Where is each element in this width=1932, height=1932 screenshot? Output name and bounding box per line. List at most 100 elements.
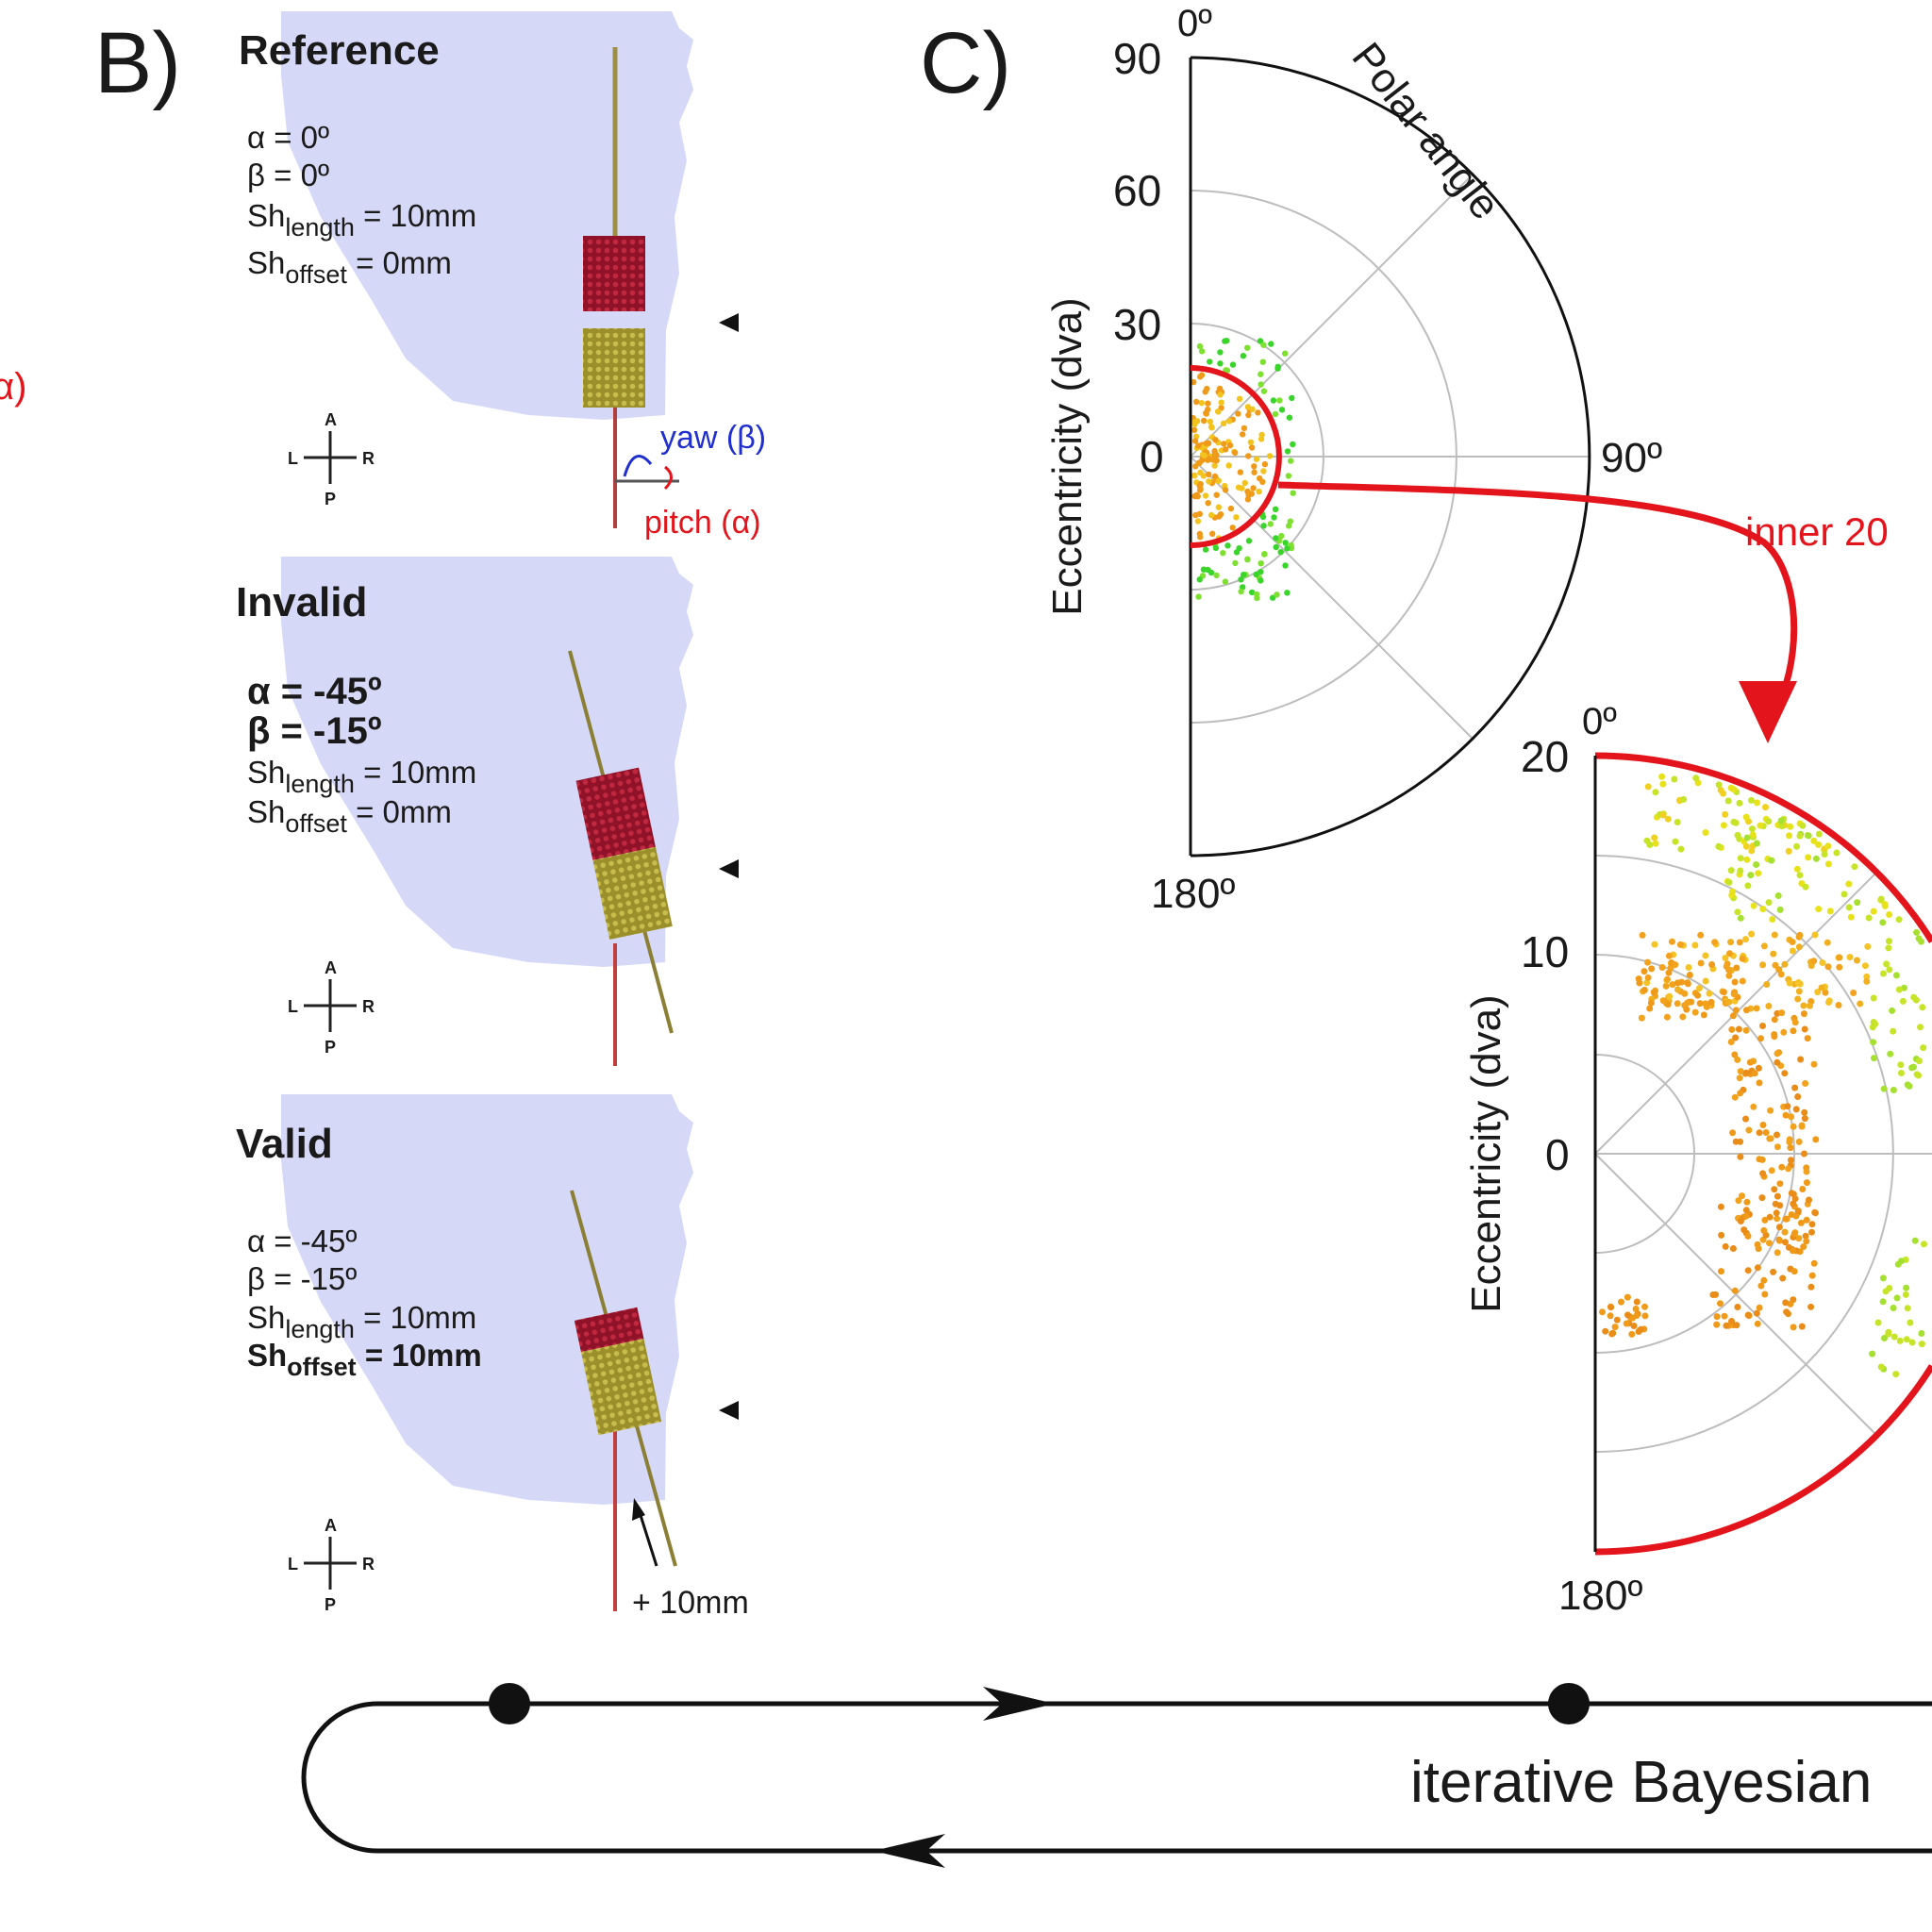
scatter-point: [1742, 936, 1749, 943]
scatter-point: [1774, 1131, 1780, 1139]
scatter-point: [1206, 471, 1212, 478]
scatter-point: [1251, 463, 1257, 470]
zoom-arrow-head-icon: [1739, 681, 1797, 743]
scatter-point: [1906, 1082, 1913, 1090]
scatter-point: [1763, 981, 1771, 988]
scatter-point: [1750, 902, 1757, 909]
scatter-point: [1739, 1192, 1745, 1200]
scatter-point: [1812, 1136, 1820, 1143]
scatter-point: [1811, 931, 1819, 939]
scatter-point: [1253, 456, 1260, 462]
scatter-point: [1800, 1010, 1807, 1018]
yaw-label: yaw (β): [660, 420, 766, 456]
scatter-point: [1200, 566, 1208, 573]
scatter-point: [1278, 407, 1286, 413]
scatter-point: [1215, 504, 1223, 510]
scatter-point: [1203, 440, 1210, 446]
scatter-point: [1735, 1025, 1742, 1033]
scatter-point: [1854, 957, 1860, 964]
scatter-point: [1885, 944, 1892, 952]
invalid-beta: β = -15º: [247, 710, 381, 752]
scatter-point: [1677, 845, 1685, 853]
scatter-point: [1737, 1090, 1744, 1097]
scatter-point: [1270, 594, 1276, 601]
scatter-point: [1724, 797, 1732, 805]
scatter-point: [1259, 513, 1267, 521]
scatter-point: [1708, 961, 1716, 968]
scatter-point: [1742, 1069, 1750, 1076]
scatter-point: [1665, 969, 1673, 976]
scatter-point: [1613, 1316, 1621, 1324]
scatter-point: [1882, 1288, 1890, 1295]
scatter-point: [1743, 834, 1751, 841]
scatter-point: [1822, 989, 1829, 996]
scatter-point: [1790, 1123, 1797, 1130]
scatter-point: [1683, 1006, 1690, 1013]
scatter-point: [1742, 1212, 1750, 1220]
scatter-point: [1229, 361, 1237, 368]
scatter-point: [1720, 822, 1727, 829]
scatter-point: [1220, 550, 1226, 557]
scatter-point: [1810, 1259, 1818, 1267]
scatter-point: [1224, 338, 1230, 344]
scatter-point: [1717, 1203, 1724, 1210]
scatter-point: [1222, 487, 1229, 493]
offset-arrow: [637, 1508, 658, 1567]
offset-shift-label: + 10mm: [632, 1585, 749, 1621]
red-electrode-block: [583, 236, 645, 311]
scatter-point: [1790, 1191, 1797, 1198]
scatter-point: [1791, 1019, 1799, 1026]
scatter-point: [1771, 1186, 1778, 1193]
iteration-loop: iterative Bayesian: [301, 1683, 1932, 1868]
big-polar-grid: [1190, 174, 1590, 740]
scatter-point: [1290, 490, 1296, 496]
scatter-point: [1737, 1068, 1744, 1075]
left-edge-fragment: α): [0, 366, 26, 408]
scatter-point: [1826, 908, 1834, 915]
scatter-point: [1196, 342, 1204, 350]
scatter-point: [1776, 1237, 1783, 1244]
small-ecc-tick-20: 20: [1521, 732, 1569, 781]
scatter-point: [1765, 818, 1773, 825]
scatter-point: [1801, 1150, 1807, 1158]
scatter-point: [1920, 1044, 1927, 1052]
scatter-point: [1664, 1001, 1672, 1008]
big-polar-outer-arc: [1190, 56, 1591, 858]
loop-path: [301, 1701, 1932, 1854]
scatter-point: [1213, 491, 1220, 498]
scatter-point: [1812, 1209, 1819, 1217]
compass-a: A: [325, 1516, 337, 1535]
scatter-point: [1191, 438, 1199, 444]
scatter-point: [1639, 931, 1646, 939]
scatter-point: [1919, 1004, 1926, 1011]
scatter-point: [1789, 947, 1796, 955]
big-angle-0: 0º: [1177, 3, 1212, 44]
scatter-point: [1755, 1245, 1762, 1253]
scatter-point: [1776, 1180, 1784, 1188]
scatter-point: [1255, 409, 1261, 416]
scatter-point: [1198, 348, 1206, 355]
scatter-point: [1706, 990, 1713, 997]
scatter-point: [1767, 1107, 1774, 1114]
scatter-point: [1257, 577, 1264, 584]
scatter-point: [1209, 530, 1216, 537]
scatter-point: [1691, 941, 1699, 949]
scatter-point: [1274, 591, 1280, 598]
scatter-point: [1794, 1208, 1802, 1215]
scatter-point: [1707, 998, 1715, 1006]
big-ecc-tick-30: 30: [1113, 300, 1161, 349]
scatter-point: [1737, 867, 1744, 874]
scatter-point: [1221, 441, 1227, 447]
scatter-point: [1729, 1129, 1737, 1137]
scatter-point: [1726, 950, 1733, 958]
scatter-point: [1268, 341, 1274, 347]
scatter-point: [1659, 780, 1667, 788]
small-polar-plot: 20 10 0 0º 180º Eccentricity (dva): [1463, 701, 1932, 1619]
scatter-point: [1651, 941, 1658, 948]
scatter-point: [1233, 514, 1240, 521]
scatter-point: [1289, 394, 1295, 402]
big-angle-180: 180º: [1151, 871, 1235, 917]
scatter-point: [1652, 789, 1659, 796]
scatter-point: [1671, 775, 1678, 783]
scatter-point: [1641, 1312, 1649, 1320]
